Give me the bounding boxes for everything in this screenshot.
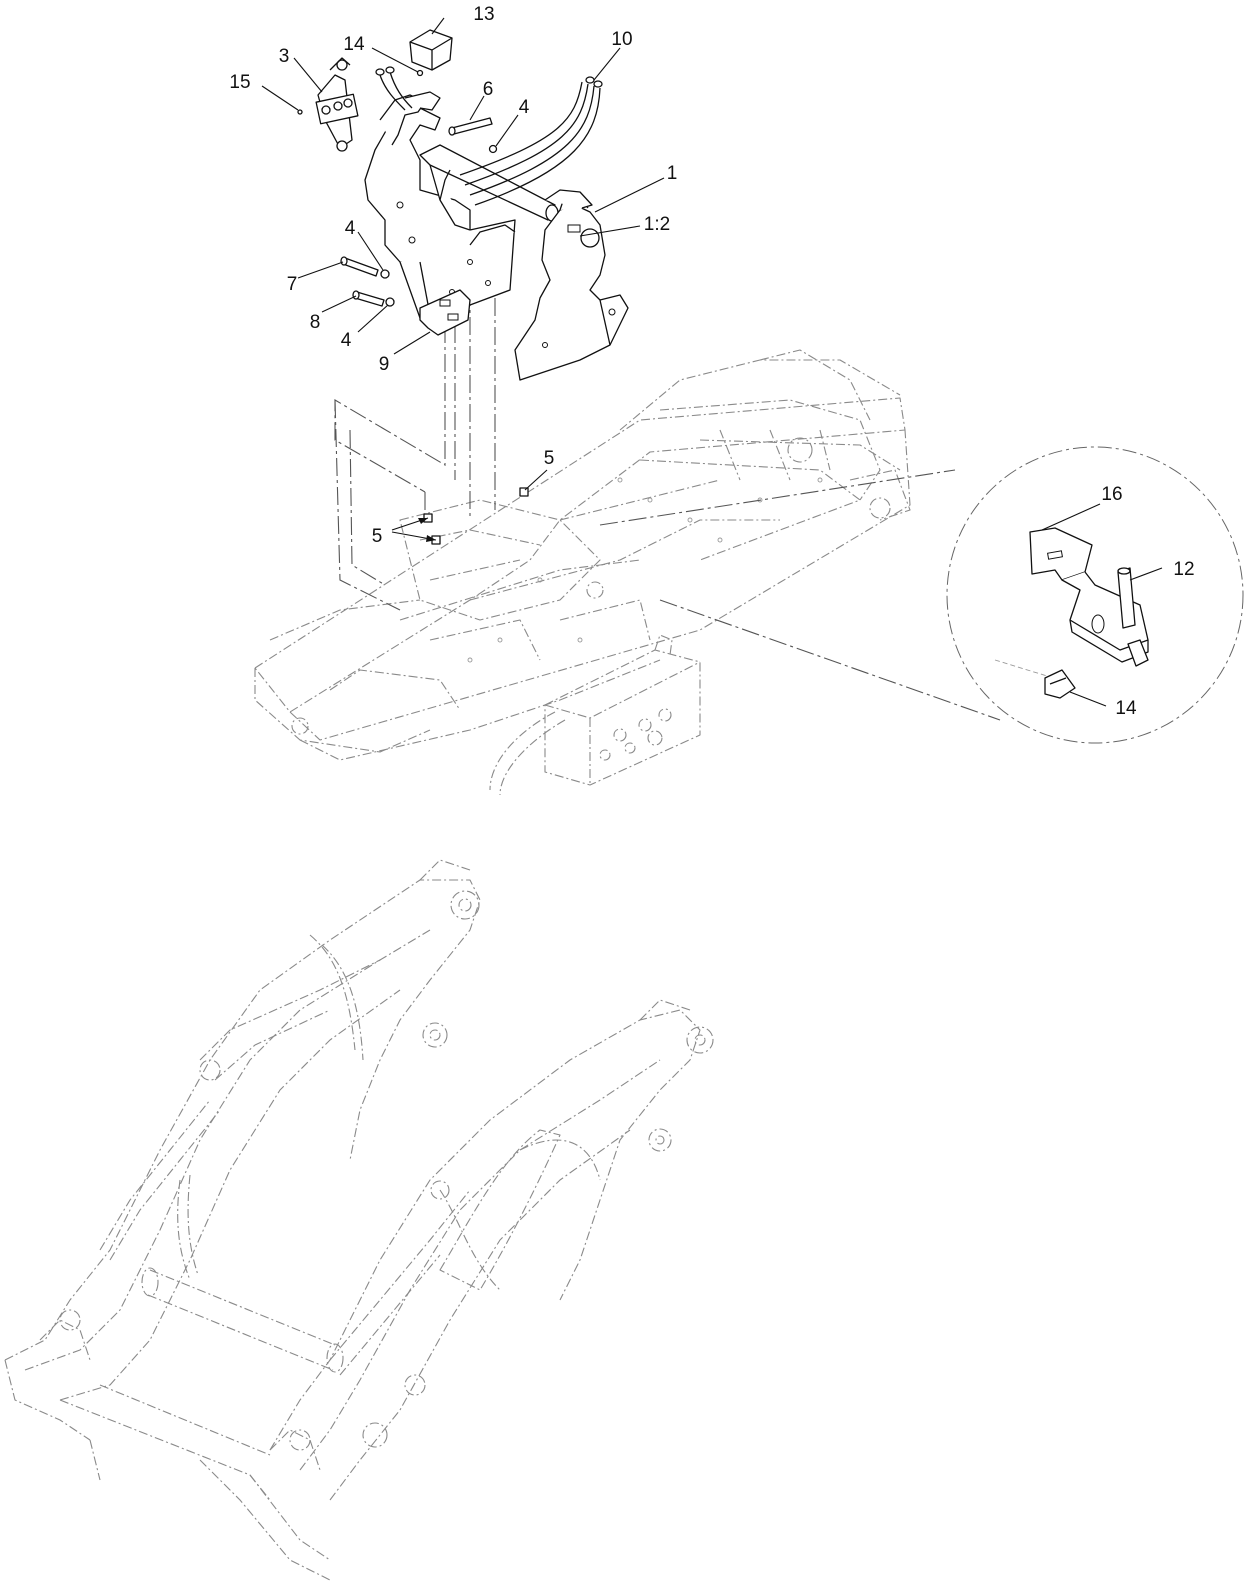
right-mount-plate	[514, 194, 629, 381]
frame-holes	[467, 477, 823, 663]
screw-15	[297, 109, 303, 115]
arrowheads	[418, 518, 436, 542]
hydraulic-valve-block-ghost	[489, 634, 701, 796]
callout-16: 16	[1101, 484, 1122, 505]
callout-10: 10	[611, 29, 632, 50]
bolt-7	[340, 256, 379, 277]
callout-4-mid: 4	[345, 218, 356, 239]
callout-4-low: 4	[341, 330, 352, 351]
hook-arm-right	[544, 189, 593, 209]
callout-labels: 13 14 3 15 10 6 4 1 1:2 4 7 8 4 9 5 5 16…	[229, 4, 1194, 719]
callout-8: 8	[310, 312, 321, 333]
callout-9: 9	[379, 354, 390, 375]
detail-bracket-16	[1029, 527, 1149, 663]
pin-6	[448, 117, 493, 136]
washer-4-low	[385, 297, 395, 307]
callout-13: 13	[473, 4, 494, 25]
callout-7: 7	[287, 274, 298, 295]
plate-9	[419, 289, 471, 336]
washer-4-top	[488, 144, 498, 154]
callout-4-top: 4	[519, 97, 530, 118]
callout-6: 6	[483, 79, 494, 100]
tractor-frame-ghost	[254, 349, 911, 761]
phantom-routing-lines	[334, 288, 496, 611]
bolt-8	[352, 290, 385, 307]
callout-1-2: 1:2	[644, 214, 670, 235]
callout-12: 12	[1173, 559, 1194, 580]
nut-14-top	[416, 69, 424, 77]
leader-lines	[261, 17, 1163, 707]
callout-14-top: 14	[343, 34, 365, 55]
cover-13	[409, 29, 453, 71]
detail-bolt-12	[1117, 567, 1149, 667]
washer-4-mid	[380, 269, 390, 279]
hook-arm-left	[379, 91, 441, 146]
valve-assembly-3	[315, 57, 359, 152]
left-mount-plate	[364, 107, 516, 319]
callout-3: 3	[279, 46, 290, 67]
callout-14-detail: 14	[1115, 698, 1137, 719]
detail-nut-14	[994, 659, 1076, 699]
callout-5-b: 5	[372, 526, 383, 547]
nuts-5	[423, 487, 529, 545]
callout-5-a: 5	[544, 448, 555, 469]
callout-15: 15	[229, 72, 250, 93]
detail-view-circle	[599, 446, 1244, 744]
callout-1: 1	[667, 163, 678, 184]
loader-arms-ghost	[4, 859, 714, 1581]
